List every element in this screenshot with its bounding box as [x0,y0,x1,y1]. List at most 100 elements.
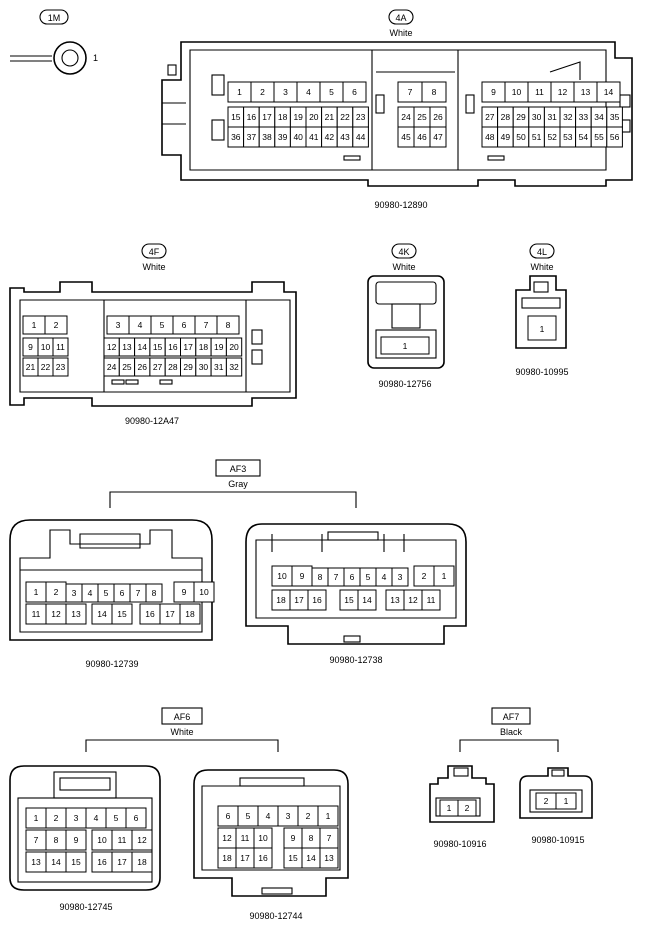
c4a-pin-32: 32 [563,112,573,122]
c4a-pin-42: 42 [325,132,335,142]
c4f-pin-6: 6 [182,320,187,330]
pin-cell [357,589,377,611]
af3l-pin-13: 13 [71,609,81,619]
pin-cell [555,792,577,810]
af3r-pin-14: 14 [362,595,372,605]
c4a-pin-50: 50 [516,132,526,142]
af3r-pin-6: 6 [350,572,355,582]
pin-cell [125,807,147,829]
af6l-pin-18: 18 [137,857,147,867]
part-af3-left: 90980-12739 [85,659,138,669]
af6l-pin-17: 17 [117,857,127,867]
c4a-pin-29: 29 [516,112,526,122]
pin-cell [225,357,243,377]
c4f-pin-29: 29 [183,362,193,372]
af3r-pin-2: 2 [422,571,427,581]
af3l-pin-18: 18 [185,609,195,619]
af3l-pin-12: 12 [51,609,61,619]
c4a-pin-33: 33 [579,112,589,122]
c4a-pin-24: 24 [401,112,411,122]
c4f-pin-2: 2 [54,320,59,330]
af6r-pin-12: 12 [222,833,232,843]
c4f-pin-25: 25 [122,362,132,372]
af6r-pin-1: 1 [326,811,331,821]
af3r-pin-13: 13 [390,595,400,605]
c4f-pin-1: 1 [32,320,37,330]
af3r-pin-7: 7 [334,572,339,582]
af3l-pin-5: 5 [104,588,109,598]
code-af6: AF6 [174,712,191,722]
c4f-pin-30: 30 [199,362,209,372]
af6r-pin-9: 9 [291,833,296,843]
pin-cell [44,315,68,335]
af3r-pin-15: 15 [344,595,354,605]
part-af6-right: 90980-12744 [249,911,302,921]
pin-1m: 1 [93,53,98,63]
c4a-pin-48: 48 [485,132,495,142]
code-4a: 4A [395,13,406,23]
af3r-pin-3: 3 [398,572,403,582]
c4f-pin-21: 21 [26,362,36,372]
c4f-pin-13: 13 [122,342,132,352]
af3r-pin-5: 5 [366,572,371,582]
pin-cell [65,829,87,851]
c4f-pin-15: 15 [153,342,163,352]
color-af3: Gray [228,479,248,489]
af6r-pin-17: 17 [240,853,250,863]
af3l-pin-11: 11 [32,609,41,619]
c4a-pin-20: 20 [309,112,319,122]
pin-cell [131,829,153,851]
part-af3-right: 90980-12738 [329,655,382,665]
code-4f: 4F [149,247,160,257]
c4a-pin-25: 25 [417,112,427,122]
c4f-pin-23: 23 [56,362,66,372]
af3r-pin-1: 1 [442,571,447,581]
af6r-pin-6: 6 [226,811,231,821]
c4f-pin-11: 11 [56,342,65,352]
c4a-pin-22: 22 [340,112,350,122]
af3l-pin-2: 2 [54,587,59,597]
af6r-pin-5: 5 [246,811,251,821]
c4a-pin-3: 3 [283,87,288,97]
c4a-pin-30: 30 [532,112,542,122]
af3r-pin-18: 18 [276,595,286,605]
c4a-pin-8: 8 [432,87,437,97]
c4a-pin-43: 43 [340,132,350,142]
af3r-pin-10: 10 [277,571,287,581]
pin-cell [65,851,87,873]
connector-4k: 4K White 1 90980-12756 [367,243,445,389]
af6l-pin-1: 1 [34,813,39,823]
c4a-pin-53: 53 [563,132,573,142]
af6r-pin-11: 11 [241,833,250,843]
af3r-pin-11: 11 [427,595,436,605]
c4a-pin-21: 21 [325,112,335,122]
c4a-pin-15: 15 [231,112,241,122]
pin-4l: 1 [540,324,545,334]
code-af3: AF3 [230,464,247,474]
af3l-pin-16: 16 [145,609,155,619]
c4f-pin-27: 27 [153,362,163,372]
c4a-pin-26: 26 [433,112,443,122]
pin-cell [145,583,163,603]
pin-cell [193,581,215,603]
part-4k: 90980-12756 [378,379,431,389]
color-4l: White [530,262,553,272]
af6l-pin-16: 16 [97,857,107,867]
af6r-pin-10: 10 [258,833,268,843]
af3l-pin-8: 8 [152,588,157,598]
c4a-pin-52: 52 [547,132,557,142]
af6l-pin-10: 10 [97,835,107,845]
c4a-pin-41: 41 [309,132,319,142]
af6l-pin-8: 8 [54,835,59,845]
pin-cell [352,126,369,148]
c4f-pin-24: 24 [107,362,117,372]
part-4f: 90980-12A47 [125,416,179,426]
